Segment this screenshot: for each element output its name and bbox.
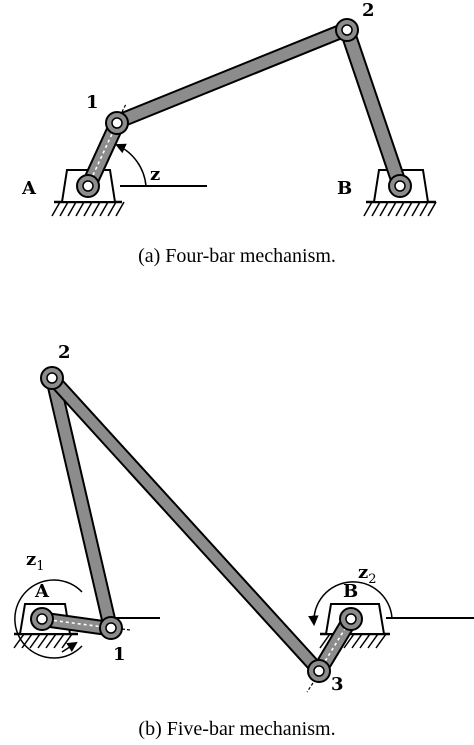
link-coupler [113,21,351,130]
label-angle-z: z [150,164,160,185]
label-joint-2: 2 [362,0,375,21]
label-angle-z2-sub: 2 [368,572,376,587]
ground-joint-a-five [30,607,54,631]
ground-joint-b [388,174,412,198]
joint-2-five [40,366,64,390]
label-ground-b: B [337,178,352,199]
joint-1-five [99,616,123,640]
joint-1 [105,111,129,135]
angle-arrow-z [115,143,147,187]
label-angle-z2: z2 [358,562,377,587]
label-ground-b-five: B [343,581,358,602]
label-joint-1: 1 [86,92,99,113]
label-joint-1-five: 1 [113,644,126,665]
link-rocker [339,25,408,191]
angle-arc-z2 [308,581,393,627]
label-joint-3-five: 3 [331,674,344,695]
ground-joint-b-five [339,607,363,631]
caption-five-bar: (b) Five-bar mechanism. [138,718,335,740]
label-angle-z1-sub: 1 [36,559,44,574]
joint-2 [335,18,359,42]
angle-arrow-z1 [61,641,78,653]
joint-3-five [307,659,331,683]
label-angle-z2-base: z [358,562,368,583]
label-joint-2-five: 2 [58,342,71,363]
label-angle-z1-base: z [26,549,36,570]
caption-four-bar: (a) Four-bar mechanism. [138,245,336,267]
label-angle-z1: z1 [26,549,45,574]
angle-arc-z1 [14,579,83,659]
label-ground-a-five: A [34,581,50,602]
ground-joint-a [76,174,100,198]
label-ground-a: A [21,178,37,199]
five-bar-diagram: 2 1 3 A B z1 z2 (b) Five-bar mechanism. [13,342,474,740]
four-bar-diagram: 1 2 A B z (a) Four-bar mechanism. [21,0,437,267]
